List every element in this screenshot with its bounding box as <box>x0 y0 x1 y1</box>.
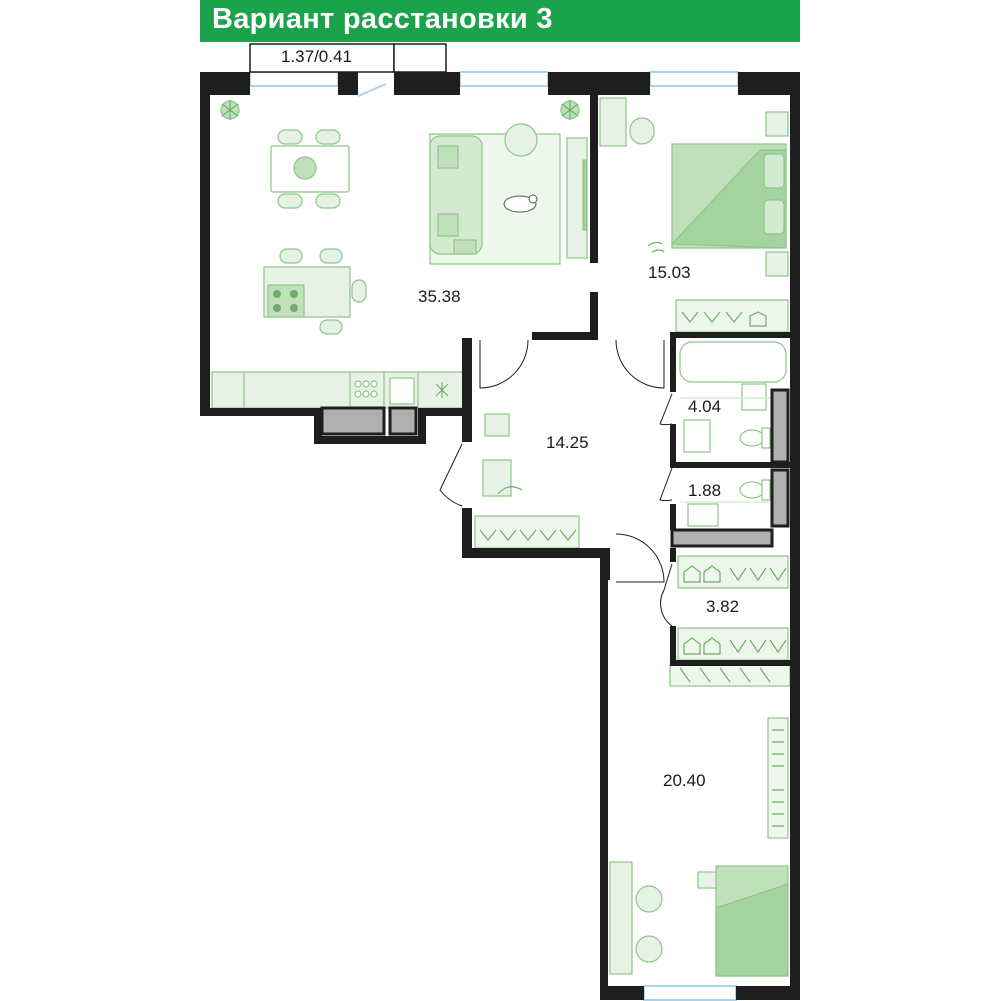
dog-icon <box>503 194 538 213</box>
balcony <box>249 43 447 97</box>
window-bedroom-2 <box>643 985 737 1001</box>
bed-icon <box>697 865 789 977</box>
toilet-icon <box>739 427 771 449</box>
walls <box>200 72 800 1000</box>
plan-title: Вариант расстановки 3 <box>212 3 553 35</box>
bed-icon <box>670 143 787 249</box>
room-area-wardrobe: 3.82 <box>706 597 739 616</box>
washing-machine-icon <box>683 419 711 453</box>
room-area-bathroom: 4.04 <box>688 397 721 416</box>
area-labels: 1.37/0.41 35.38 15.03 14.25 4.04 1.88 3.… <box>281 47 739 790</box>
door-entrance <box>439 443 463 507</box>
doors <box>439 339 673 627</box>
bathroom-furniture <box>679 341 787 527</box>
wardrobe-unit <box>675 299 789 333</box>
door-bedroom-1 <box>615 339 665 389</box>
sofa-icon <box>429 133 561 265</box>
door-living <box>479 339 529 389</box>
sink-icon <box>354 380 378 398</box>
shoe-cabinet <box>474 515 580 549</box>
room-area-toilet: 1.88 <box>688 481 721 500</box>
room-area-hallway: 14.25 <box>546 433 589 452</box>
room-area-living-kitchen: 35.38 <box>418 287 461 306</box>
window-living-2 <box>459 71 549 87</box>
tv-icon <box>566 137 588 259</box>
plant-icon <box>220 100 240 120</box>
title-banner: Вариант расстановки 3 <box>200 0 800 42</box>
toilet-icon <box>739 479 771 501</box>
hanger-icon <box>681 311 767 327</box>
bedroom-1-furniture <box>599 97 789 333</box>
plant-icon <box>560 100 580 120</box>
dining-table <box>270 129 350 209</box>
hallway-furniture <box>474 413 580 549</box>
room-area-bedroom-2: 20.40 <box>663 771 706 790</box>
kitchen-counter <box>211 371 469 409</box>
sink-icon <box>687 503 719 527</box>
room-area-bedroom-1: 15.03 <box>648 263 691 282</box>
hanger-icon <box>683 565 787 655</box>
stove-icon <box>273 290 298 312</box>
bedroom-2-furniture <box>609 717 789 977</box>
windows <box>249 71 739 1001</box>
door-wardrobe <box>660 563 673 627</box>
door-toilet <box>659 467 673 502</box>
balcony-area: 1.37/0.41 <box>281 47 352 66</box>
door-bedroom-2 <box>615 533 665 583</box>
living-kitchen-furniture <box>211 100 588 409</box>
wardrobe-room-furniture <box>669 555 791 687</box>
bathtub-icon <box>679 341 787 383</box>
ventilation-shafts <box>320 388 790 548</box>
window-bedroom-1 <box>649 71 739 87</box>
coffee-table <box>504 123 538 157</box>
window-living <box>249 71 339 87</box>
door-bathroom <box>659 393 673 426</box>
kitchen-island <box>263 248 367 335</box>
